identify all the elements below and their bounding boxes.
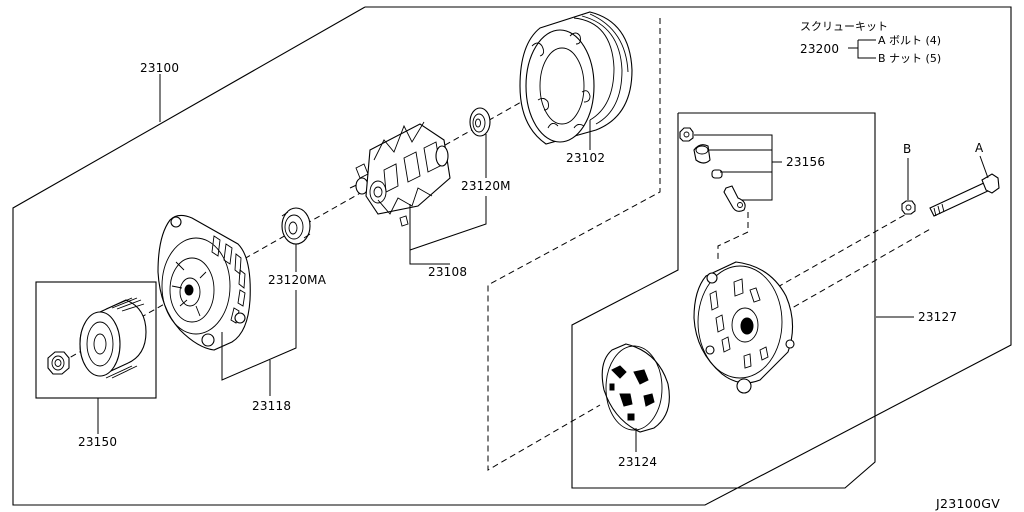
diagram-code: J23100GV <box>935 496 1000 511</box>
label-terminal-set: 23156 <box>786 155 825 169</box>
assembly-axis <box>61 79 561 363</box>
screw-kit-item-b: B ナット (5) <box>878 52 941 65</box>
label-screw-kit: 23200 <box>800 42 839 56</box>
bolt-axis <box>784 227 933 313</box>
label-front-housing: 23118 <box>252 399 291 413</box>
marker-a: A <box>975 141 984 155</box>
terminal-to-housing-dash <box>717 212 749 262</box>
front-bearing-part <box>281 207 311 245</box>
pulley-part <box>79 297 147 379</box>
pulley-frame <box>35 281 157 399</box>
label-rear-housing: 23127 <box>918 310 957 324</box>
rear-cover-part <box>601 343 670 433</box>
stator-to-cover-dash <box>487 18 661 471</box>
housing-axis <box>759 211 911 298</box>
rear-bearing-part <box>469 107 491 137</box>
screw-kit-title: スクリューキット <box>800 20 888 33</box>
rotor-part <box>349 121 451 227</box>
rear-housing-part <box>693 261 795 394</box>
bolt-a-part <box>929 173 1000 217</box>
label-front-bearing: 23120MA <box>268 273 327 287</box>
label-rear-bearing: 23120M <box>461 179 511 193</box>
label-stator: 23102 <box>566 151 605 165</box>
label-assembly: 23100 <box>140 61 179 75</box>
screw-kit-item-a: A ボルト (4) <box>878 34 941 47</box>
terminal-parts <box>679 127 746 212</box>
front-housing-part <box>157 214 251 351</box>
rear-group-frame <box>571 112 876 489</box>
label-pulley: 23150 <box>78 435 117 449</box>
marker-b: B <box>903 142 911 156</box>
nut-b-part <box>901 200 916 215</box>
label-rear-cover: 23124 <box>618 455 657 469</box>
label-rotor: 23108 <box>428 265 467 279</box>
assembly-frame <box>12 6 1012 506</box>
stator-part <box>519 11 633 145</box>
pulley-nut-part <box>47 351 70 375</box>
